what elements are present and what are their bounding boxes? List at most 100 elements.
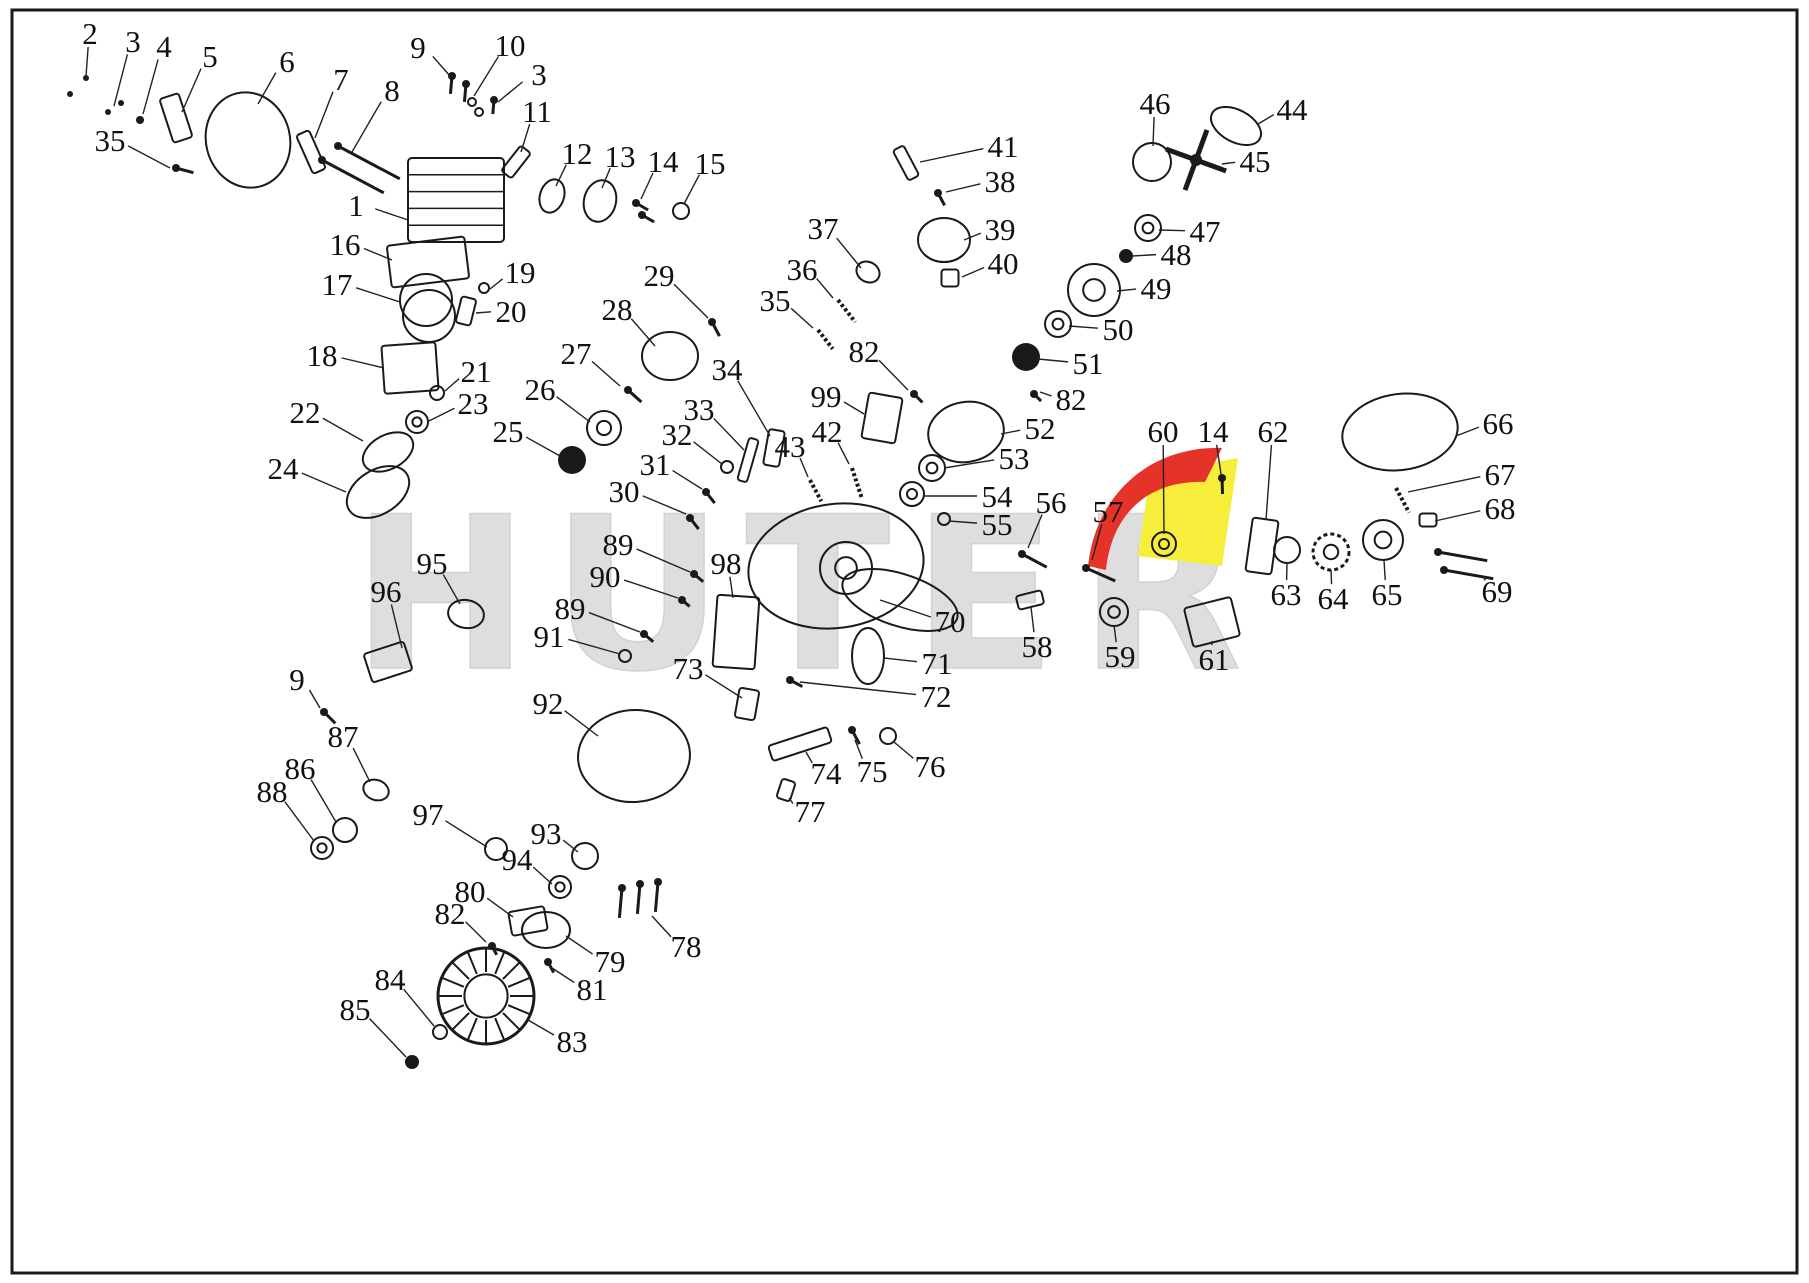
leader-line	[805, 751, 813, 764]
part-bolt-75	[848, 726, 861, 745]
part-number-29: 29	[644, 258, 675, 293]
callout-68: 68	[1434, 491, 1516, 526]
part-number-33: 33	[684, 392, 715, 427]
callout-33: 33	[684, 392, 745, 451]
part-cap-40	[940, 268, 960, 288]
part-number-21: 21	[461, 354, 492, 389]
callout-27: 27	[561, 336, 621, 387]
part-link-36	[836, 298, 857, 324]
leader-line	[181, 68, 202, 113]
part-number-22: 22	[290, 395, 321, 430]
part-nut-55	[937, 512, 951, 526]
leader-line	[630, 318, 656, 347]
callout-24: 24	[268, 451, 347, 493]
part-number-5: 5	[202, 39, 218, 74]
callout-3: 3	[113, 24, 141, 107]
part-number-23: 23	[458, 386, 489, 421]
part-screw-69a	[1434, 548, 1488, 563]
part-number-84: 84	[375, 962, 407, 997]
callout-81: 81	[551, 967, 608, 1007]
part-cover-44	[1210, 106, 1262, 146]
part-screw-9c	[462, 80, 470, 103]
leader-line	[1455, 426, 1480, 437]
leader-line	[301, 472, 347, 493]
part-number-87: 87	[328, 719, 359, 754]
part-screw-69b	[1440, 566, 1494, 581]
part-number-26: 26	[525, 372, 556, 407]
callout-53: 53	[943, 441, 1030, 476]
part-number-16: 16	[330, 227, 361, 262]
callout-82: 82	[849, 334, 909, 391]
leader-line	[601, 167, 611, 189]
part-number-3: 3	[125, 24, 141, 59]
callout-95: 95	[417, 546, 461, 605]
callout-96: 96	[371, 574, 403, 649]
part-ring-93	[571, 842, 599, 870]
part-flywheel-83	[436, 946, 536, 1046]
callout-6: 6	[257, 44, 295, 105]
part-screw-72	[786, 676, 804, 688]
callout-49: 49	[1116, 271, 1172, 306]
leader-line	[1037, 358, 1069, 363]
leader-line	[445, 820, 488, 848]
part-number-40: 40	[988, 246, 1019, 281]
callout-14: 14	[640, 144, 679, 200]
part-nut-85	[405, 1055, 419, 1069]
leader-line	[568, 638, 621, 655]
leader-line	[737, 380, 771, 437]
callout-55: 55	[948, 507, 1013, 542]
part-number-44: 44	[1277, 92, 1309, 127]
callout-11: 11	[520, 94, 552, 153]
callout-51: 51	[1037, 346, 1104, 381]
leader-line	[1221, 161, 1236, 165]
part-number-43: 43	[775, 429, 806, 464]
part-screw-30	[686, 514, 700, 530]
callout-34: 34	[712, 352, 771, 437]
part-number-58: 58	[1022, 629, 1053, 664]
part-gasket-73	[734, 686, 760, 722]
callout-79: 79	[565, 935, 626, 979]
part-cover-61	[1183, 596, 1241, 648]
leader-line	[1027, 514, 1043, 549]
part-number-64: 64	[1318, 581, 1350, 616]
part-pin-3a	[105, 109, 111, 115]
callout-20: 20	[475, 294, 527, 329]
leader-line	[693, 441, 723, 465]
callout-66: 66	[1455, 406, 1514, 441]
part-number-72: 72	[921, 679, 952, 714]
part-number-90: 90	[590, 559, 621, 594]
part-washer-2b	[67, 91, 73, 97]
part-number-49: 49	[1141, 271, 1172, 306]
callout-41: 41	[919, 129, 1019, 164]
callout-36: 36	[787, 252, 834, 299]
part-chain-35b	[816, 328, 835, 351]
part-ignition-95	[447, 598, 485, 630]
callout-89: 89	[603, 527, 691, 573]
part-number-66: 66	[1483, 406, 1514, 441]
leader-line	[893, 741, 914, 759]
part-piston-18	[380, 341, 440, 395]
part-number-82: 82	[1056, 382, 1087, 417]
part-washer-4	[136, 116, 144, 124]
part-nut-84	[432, 1024, 448, 1040]
callout-1: 1	[348, 188, 409, 223]
part-diaphragm-26	[586, 410, 622, 446]
part-clip-91	[618, 649, 632, 663]
callout-98: 98	[711, 546, 742, 599]
part-number-41: 41	[988, 129, 1019, 164]
callout-22: 22	[290, 395, 364, 442]
part-number-83: 83	[557, 1024, 588, 1059]
part-number-51: 51	[1073, 346, 1104, 381]
callout-71: 71	[883, 646, 953, 681]
parts-layer	[67, 72, 1494, 1069]
callout-15: 15	[683, 146, 726, 205]
callout-89: 89	[555, 591, 641, 633]
part-number-92: 92	[533, 686, 564, 721]
part-nut-76	[879, 727, 897, 745]
part-number-15: 15	[695, 146, 726, 181]
leader-line	[390, 604, 403, 649]
leader-line	[883, 657, 918, 663]
leader-line	[555, 164, 567, 187]
part-bolt-56	[1018, 550, 1048, 569]
